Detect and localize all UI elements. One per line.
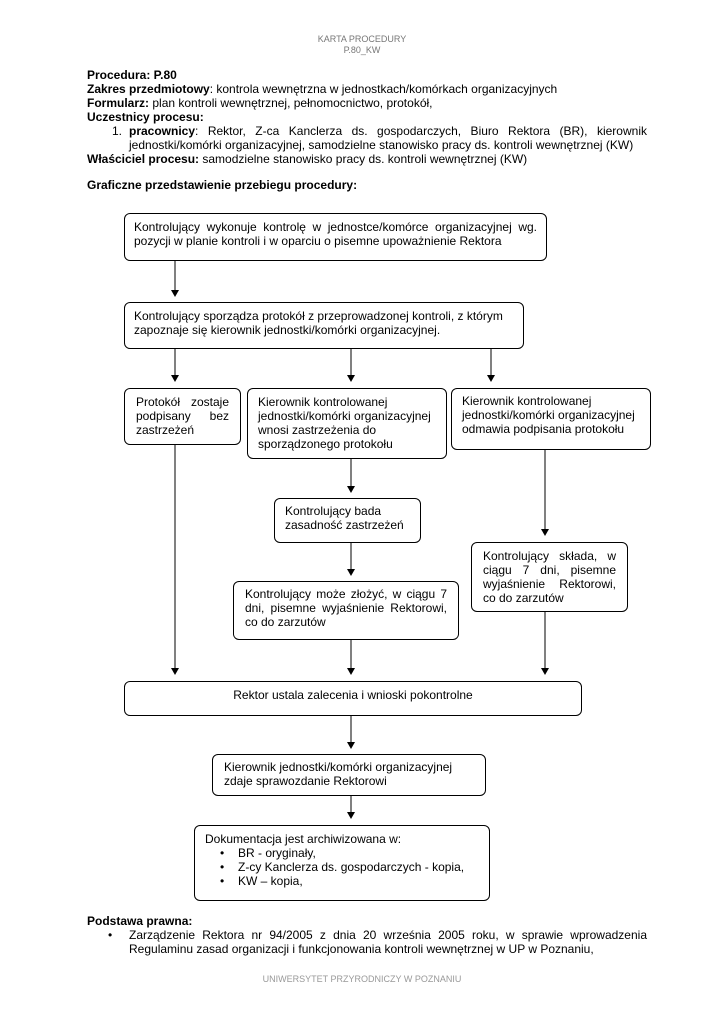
manager-report-box: Kierownik jednostki/komórki organizacyjn…	[212, 754, 486, 796]
form-label: Formularz:	[87, 96, 150, 110]
rector-recommendations-box: Rektor ustala zalecenia i wnioski pokont…	[124, 681, 582, 716]
archive-list: BR - oryginały, Z-cy Kanclerza ds. gospo…	[205, 846, 479, 888]
archive-title: Dokumentacja jest archiwizowana w:	[205, 832, 402, 846]
scope-value: : kontrola wewnętrzna w jednostkach/komó…	[209, 82, 558, 96]
bullet-icon: •	[108, 928, 113, 942]
participant-label: pracownicy	[129, 124, 196, 138]
header-line-1: KARTA PROCEDURY	[317, 34, 407, 44]
scope-row: Zakres przedmiotowy: kontrola wewnętrzna…	[87, 82, 647, 96]
participant-value: : Rektor, Z-ca Kanclerza ds. gospodarczy…	[129, 124, 647, 152]
participants-label: Uczestnicy procesu:	[87, 110, 204, 124]
archive-item: BR - oryginały,	[220, 846, 479, 860]
owner-row: Właściciel procesu: samodzielne stanowis…	[87, 152, 647, 166]
branch-refusal-box: Kierownik kontrolowanej jednostki/komórk…	[451, 388, 651, 450]
legal-heading: Podstawa prawna:	[87, 914, 193, 928]
participant-number: 1.	[112, 124, 123, 138]
branch-objections-box: Kierownik kontrolowanej jednostki/komórk…	[247, 388, 447, 459]
form-value: plan kontroli wewnętrznej, pełnomocnictw…	[149, 96, 433, 110]
step-2-box: Kontrolujący sporządza protokół z przepr…	[124, 302, 524, 349]
owner-value: samodzielne stanowisko pracy ds. kontrol…	[199, 152, 528, 166]
step-1-box: Kontrolujący wykonuje kontrolę w jednost…	[124, 213, 547, 261]
examine-objections-box: Kontrolujący bada zasadność zastrzeżeń	[274, 498, 421, 543]
legal-item-text: Zarządzenie Rektora nr 94/2005 z dnia 20…	[129, 928, 647, 956]
legal-item: • Zarządzenie Rektora nr 94/2005 z dnia …	[87, 928, 647, 956]
archive-item: KW – kopia,	[220, 874, 479, 888]
header-title: KARTA PROCEDURY P.80_KW	[0, 34, 724, 56]
archive-box: Dokumentacja jest archiwizowana w: BR - …	[194, 825, 490, 901]
footer-university: UNIWERSYTET PRZYRODNICZY W POZNANIU	[262, 974, 462, 984]
controller-submits-box: Kontrolujący składa, w ciągu 7 dni, pise…	[471, 542, 628, 612]
scope-label: Zakres przedmiotowy	[87, 82, 210, 96]
legal-basis: Podstawa prawna: • Zarządzenie Rektora n…	[87, 914, 647, 956]
participant-item: 1. pracownicy: Rektor, Z-ca Kanclerza ds…	[87, 124, 647, 152]
graphic-heading: Graficzne przedstawienie przebiegu proce…	[87, 178, 358, 192]
owner-label: Właściciel procesu:	[87, 152, 200, 166]
archive-item: Z-cy Kanclerza ds. gospodarczych - kopia…	[220, 860, 479, 874]
header-code: P.80_KW	[343, 45, 381, 55]
branch-signed-box: Protokół zostaje podpisany bez zastrzeże…	[124, 388, 241, 445]
procedure-label: Procedura: P.80	[87, 68, 177, 82]
procedure-meta: Procedura: P.80 Zakres przedmiotowy: kon…	[87, 68, 647, 192]
controller-explanation-box: Kontrolujący może złożyć, w ciągu 7 dni,…	[233, 581, 459, 640]
form-row: Formularz: plan kontroli wewnętrznej, pe…	[87, 96, 647, 110]
